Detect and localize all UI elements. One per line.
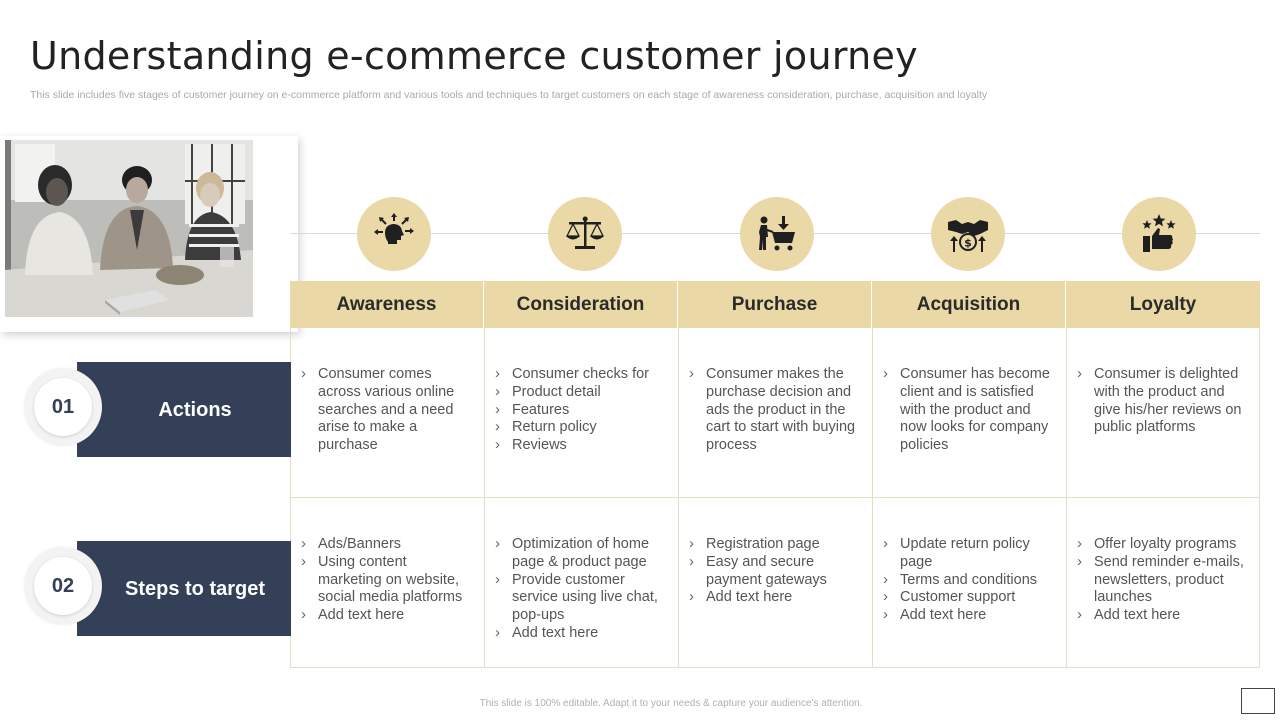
handshake-money-icon: $ [931, 197, 1005, 271]
corner-box [1241, 688, 1275, 714]
row-number-badge: 01 [24, 368, 102, 446]
head-ideas-icon [357, 197, 431, 271]
list-item: Terms and conditions [883, 571, 1056, 590]
actions-awareness-cell: Consumer comes across various online sea… [291, 328, 485, 498]
list-item: Customer support [883, 588, 1056, 607]
row-number: 01 [34, 378, 92, 436]
balance-scale-icon [548, 197, 622, 271]
list-item: Registration page [689, 535, 862, 554]
list-item: Send reminder e-mails, newsletters, prod… [1077, 553, 1249, 607]
journey-grid: Consumer comes across various online sea… [290, 328, 1260, 668]
actions-purchase-cell: Consumer makes the purchase decision and… [679, 328, 873, 498]
row-number: 02 [34, 557, 92, 615]
photo-frame [0, 136, 298, 332]
list-item: Provide customer service using live chat… [495, 571, 668, 625]
thumbs-up-stars-icon [1122, 197, 1196, 271]
shopping-cart-icon [740, 197, 814, 271]
stage-header-acquisition: Acquisition [872, 281, 1066, 328]
steps-loyalty-cell: Offer loyalty programs Send reminder e-m… [1067, 498, 1259, 667]
svg-text:$: $ [964, 237, 972, 250]
list-item: Reviews [495, 436, 668, 455]
stage-header-row: Awareness Consideration Purchase Acquisi… [290, 281, 1260, 328]
stage-header-consideration: Consideration [484, 281, 678, 328]
list-item: Optimization of home page & product page [495, 535, 668, 572]
row-label-actions: Actions [77, 362, 291, 457]
actions-acquisition-cell: Consumer has become client and is satisf… [873, 328, 1067, 498]
steps-awareness-cell: Ads/Banners Using content marketing on w… [291, 498, 485, 667]
list-item: Add text here [883, 606, 1056, 625]
list-item: Consumer comes across various online sea… [301, 365, 474, 455]
stage-header-loyalty: Loyalty [1129, 293, 1197, 315]
slide-subtitle: This slide includes five stages of custo… [30, 89, 988, 101]
list-item: Consumer is delighted with the product a… [1077, 365, 1249, 437]
list-item: Return policy [495, 418, 668, 437]
steps-consideration-cell: Optimization of home page & product page… [485, 498, 679, 667]
list-item: Product detail [495, 383, 668, 402]
stage-header-awareness: Awareness [290, 281, 484, 328]
actions-consideration-cell: Consumer checks for Product detail Featu… [485, 328, 679, 498]
list-item: Add text here [689, 588, 862, 607]
team-meeting-photo [5, 140, 253, 317]
list-item: Features [495, 401, 668, 420]
list-item: Ads/Banners [301, 535, 474, 554]
list-item: Consumer has become client and is satisf… [883, 365, 1056, 455]
row-label-steps-to-target: Steps to target [77, 541, 291, 636]
list-item: Offer loyalty programs [1077, 535, 1249, 554]
list-item: Add text here [301, 606, 474, 625]
list-item: Add text here [1077, 606, 1249, 625]
steps-acquisition-cell: Update return policy page Terms and cond… [873, 498, 1067, 667]
list-item: Add text here [495, 624, 668, 643]
footer-note: This slide is 100% editable. Adapt it to… [479, 698, 863, 709]
actions-loyalty-cell: Consumer is delighted with the product a… [1067, 328, 1259, 498]
stage-header-purchase: Purchase [678, 281, 872, 328]
slide-title: Understanding e-commerce customer journe… [30, 34, 918, 78]
list-item: Update return policy page [883, 535, 1056, 572]
list-item: Easy and secure payment gateways [689, 553, 862, 590]
steps-purchase-cell: Registration page Easy and secure paymen… [679, 498, 873, 667]
list-item: Consumer makes the purchase decision and… [689, 365, 862, 455]
list-item: Using content marketing on website, soci… [301, 553, 474, 607]
list-item: Consumer checks for [495, 365, 668, 384]
row-number-badge: 02 [24, 547, 102, 625]
